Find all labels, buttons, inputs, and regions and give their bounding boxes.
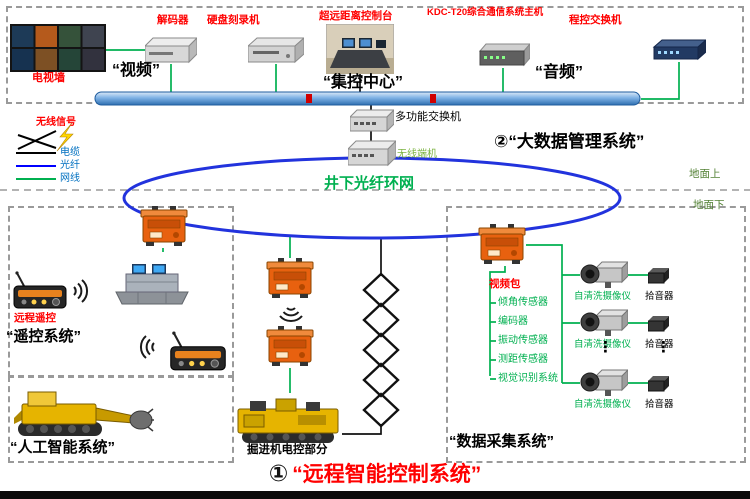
das-section-box xyxy=(446,206,746,463)
wireless-terminal-icon xyxy=(348,140,396,167)
camera-label: 自清洗摄像仪 xyxy=(574,399,632,410)
flameproof-box-remote xyxy=(140,206,188,246)
flameproof-box-a xyxy=(266,258,314,298)
hdd-recorder-icon xyxy=(248,37,304,64)
ai-section-box xyxy=(8,376,234,463)
legend-ethernet-label: 网线 xyxy=(60,173,80,184)
ethernet-lines xyxy=(106,49,680,393)
flameproof-box-b xyxy=(266,326,314,366)
big-data-system-title: ②“大数据管理系统” xyxy=(494,132,645,151)
tv-wall-image xyxy=(10,24,106,72)
remote-controller-icon xyxy=(170,331,226,371)
wireless-waves-icon xyxy=(279,307,303,323)
fiber-ring-label: 井下光纤环网 xyxy=(324,175,415,192)
bus-port-marker xyxy=(306,94,312,103)
pickup-icon xyxy=(648,268,669,284)
below-ground-label: 地面下 xyxy=(693,199,725,211)
pbx-label: 程控交换机 xyxy=(569,14,622,26)
comm-host-label: KDC-T20综合通信系统主机 xyxy=(427,7,544,18)
sensor-label-vision: 视觉识别系统 xyxy=(498,373,558,384)
main-title-text: “远程智能控制系统” xyxy=(292,463,482,486)
legend-fiber-label: 光纤 xyxy=(60,160,80,171)
wireless-terminal-label: 无线端机 xyxy=(397,149,437,160)
flameproof-box-video-pack xyxy=(478,224,526,264)
remote-system-title: “遥控系统” xyxy=(6,328,82,345)
backbone-bus-bar xyxy=(94,91,641,106)
pickup-icon xyxy=(648,316,669,332)
das-system-title: “数据采集系统” xyxy=(449,433,555,450)
console-room-image xyxy=(326,24,394,74)
pbx-switch-icon xyxy=(652,39,706,61)
decoder-label: 解码器 xyxy=(157,14,189,26)
multifunction-switch-label: 多功能交换机 xyxy=(395,111,461,123)
pickup-label: 拾音器 xyxy=(645,399,674,410)
legend-cable-label: 电缆 xyxy=(60,147,80,158)
ecu-label: 掘进机电控部分 xyxy=(247,444,328,456)
decoder-icon xyxy=(145,37,197,64)
legend-line-samples xyxy=(16,152,56,180)
audio-group-label: “音频” xyxy=(535,64,584,81)
video-group-label: “视频” xyxy=(112,62,161,79)
video-pack-label: 视频包 xyxy=(489,278,521,290)
camera-icon xyxy=(580,309,628,336)
chain-links xyxy=(362,272,400,428)
fiber-ring-ellipse xyxy=(122,156,622,240)
ai-system-title: “人工智能系统” xyxy=(10,439,116,456)
hdd-recorder-label: 硬盘刻录机 xyxy=(207,14,260,26)
camera-label: 自清洗摄像仪 xyxy=(574,291,632,302)
roadheader-ecu-image xyxy=(237,398,339,443)
control-center-label: “集控中心” xyxy=(323,74,404,91)
ellipsis-marker: ⋮ xyxy=(656,339,671,356)
above-ground-label: 地面上 xyxy=(689,168,721,180)
tv-wall-label: 电视墙 xyxy=(32,72,65,84)
legend-wireless-label: 无线信号 xyxy=(36,117,76,128)
wireless-waves-icon xyxy=(73,279,89,303)
pickup-icon xyxy=(648,376,669,392)
sensor-label-vibration: 振动传感器 xyxy=(498,335,548,346)
remote-control-label: 远程遥控 xyxy=(14,312,56,324)
camera-icon xyxy=(580,369,628,396)
camera-icon xyxy=(580,261,628,288)
sensor-label-encoder: 编码器 xyxy=(498,316,528,327)
bottom-bar xyxy=(0,491,750,499)
camera-label: 自清洗摄像仪 xyxy=(574,339,632,350)
multifunction-switch-icon xyxy=(350,109,394,133)
pickup-label: 拾音器 xyxy=(645,339,674,350)
bus-port-marker xyxy=(430,94,436,103)
main-title: ①“远程智能控制系统” xyxy=(0,458,750,488)
control-desk-image xyxy=(115,264,189,305)
sensor-label-tilt: 倾角传感器 xyxy=(498,297,548,308)
ellipsis-marker: ⋮ xyxy=(598,339,613,356)
pickup-label: 拾音器 xyxy=(645,291,674,302)
main-title-number: ① xyxy=(268,460,289,486)
roadheader-machine-image xyxy=(14,391,154,436)
wireless-signal-icon xyxy=(17,122,74,152)
console-label: 超远距离控制台 xyxy=(319,10,393,22)
remote-controller-icon xyxy=(13,271,67,309)
wireless-waves-icon xyxy=(139,335,155,359)
sensor-label-ranging: 测距传感器 xyxy=(498,354,548,365)
comm-host-icon xyxy=(478,43,530,67)
